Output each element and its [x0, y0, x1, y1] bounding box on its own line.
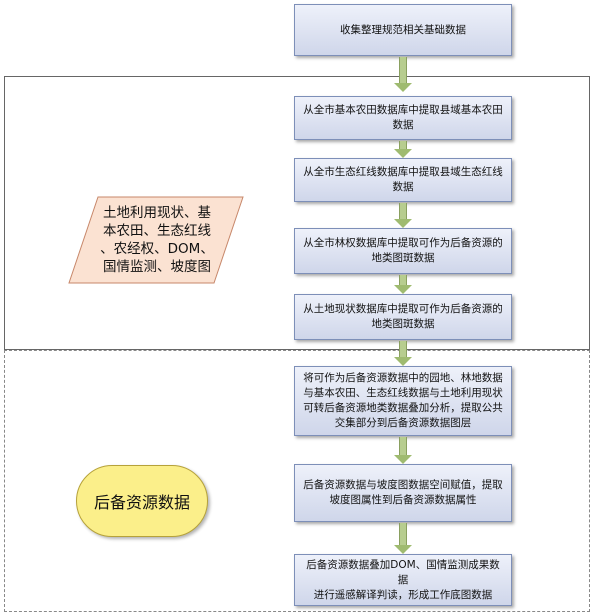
step-collect-data: 收集整理规范相关基础数据: [294, 4, 512, 56]
step-extract-farmland-line1: 从全市基本农田数据库中提取县域基本农田: [303, 104, 503, 116]
step-overlay-analysis: 将可作为后备资源数据中的园地、林地数据 与基本农田、生态红线数据与土地利用现状 …: [294, 366, 512, 436]
step-remote-sensing-line1: 后备资源数据叠加DOM、国情监测成果数据: [306, 558, 500, 586]
data-extraction-section: [4, 76, 590, 350]
input-data-line4: 国情监测、坡度图: [102, 259, 211, 275]
step-extract-ecological-redline-line1: 从全市生态红线数据库中提取县域生态红线: [303, 166, 503, 178]
step-extract-land-status-line1: 从土地现状数据库中提取可作为后备资源的: [303, 303, 503, 315]
step-overlay-analysis-line2: 与基本农田、生态红线数据与土地利用现状: [303, 387, 503, 399]
reserve-resource-data-label: 后备资源数据: [93, 493, 190, 512]
step-extract-land-status: 从土地现状数据库中提取可作为后备资源的 地类图斑数据: [294, 294, 512, 340]
step-extract-forest-rights-line1: 从全市林权数据库中提取可作为后备资源的: [303, 237, 503, 249]
step-remote-sensing: 后备资源数据叠加DOM、国情监测成果数据 进行遥感解译判读，形成工作底图数据: [294, 554, 512, 606]
step-overlay-analysis-line4: 交集部分到后备资源数据图层: [334, 417, 472, 429]
step-slope-assignment: 后备资源数据与坡度图数据空间赋值，提取 坡度图属性到后备资源数据属性: [294, 464, 512, 522]
step-overlay-analysis-line3: 可转后备资源地类数据叠加分析，提取公共: [303, 402, 503, 414]
step-extract-ecological-redline: 从全市生态红线数据库中提取县域生态红线 数据: [294, 158, 512, 202]
step-extract-forest-rights-line2: 地类图斑数据: [371, 252, 435, 264]
reserve-resource-data-terminal: 后备资源数据: [76, 465, 208, 537]
input-data-line3: 、农经权、DOM、: [100, 241, 214, 257]
step-slope-assignment-line1: 后备资源数据与坡度图数据空间赋值，提取: [303, 479, 503, 491]
step-overlay-analysis-line1: 将可作为后备资源数据中的园地、林地数据: [303, 372, 503, 384]
step-extract-ecological-redline-line2: 数据: [392, 181, 414, 193]
step-slope-assignment-line2: 坡度图属性到后备资源数据属性: [329, 494, 477, 506]
step-remote-sensing-line2: 进行遥感解译判读，形成工作底图数据: [313, 588, 493, 601]
step-extract-land-status-line2: 地类图斑数据: [371, 318, 435, 330]
input-data-line1: 土地利用现状、基: [102, 205, 211, 221]
step-collect-data-text: 收集整理规范相关基础数据: [340, 23, 466, 36]
step-extract-farmland: 从全市基本农田数据库中提取县域基本农田 数据: [294, 96, 512, 140]
input-data-line2: 本农田、生态红线: [102, 223, 211, 239]
step-extract-farmland-line2: 数据: [392, 119, 414, 131]
input-data-parallelogram: 土地利用现状、基 本农田、生态红线 、农经权、DOM、 国情监测、坡度图: [68, 196, 244, 284]
step-extract-forest-rights: 从全市林权数据库中提取可作为后备资源的 地类图斑数据: [294, 228, 512, 274]
